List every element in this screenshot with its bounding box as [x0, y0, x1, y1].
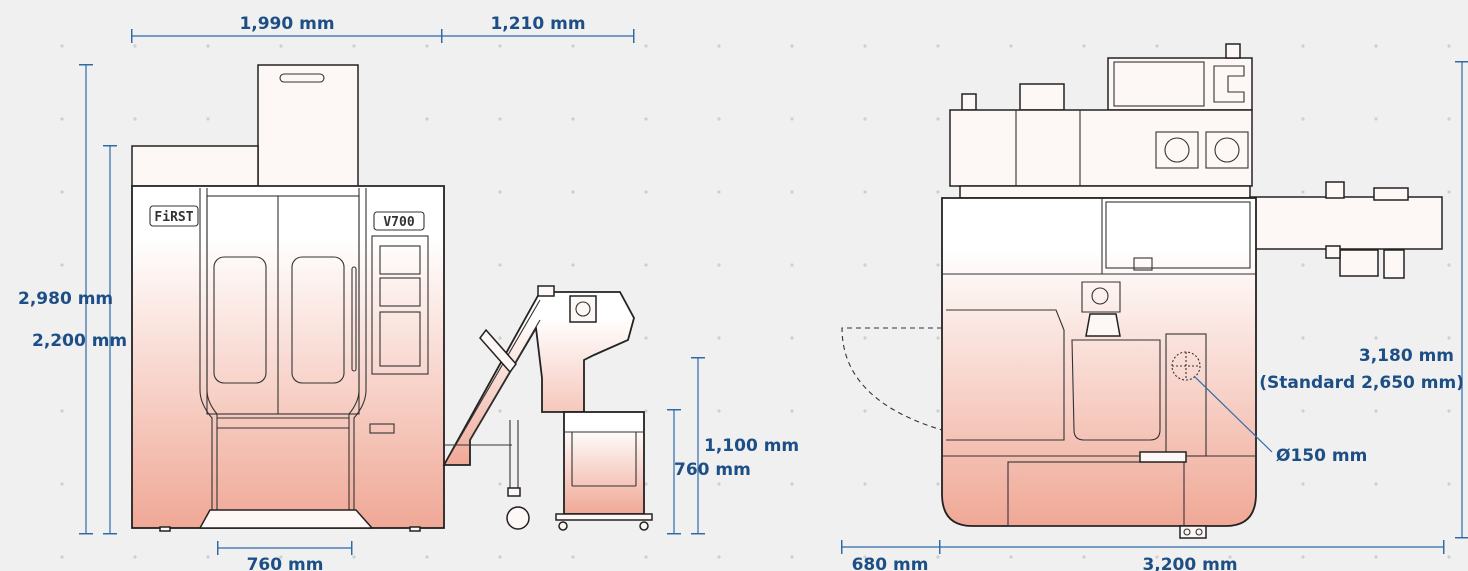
- model-badge-frame: [373, 211, 425, 231]
- dim-bin-height-low: 760 mm: [674, 460, 751, 480]
- tower-slot: [279, 73, 325, 83]
- dim-door-clearance: 680 mm: [852, 555, 929, 571]
- upper-housing: [949, 109, 1253, 187]
- front-view-machine: FiRST V700: [131, 64, 653, 532]
- main-enclosure: [131, 185, 445, 529]
- dimension-lines: [78, 28, 1468, 556]
- door-swing-arc: [841, 327, 943, 431]
- machine-base: [198, 509, 374, 529]
- dim-base-width: 760 mm: [247, 555, 324, 571]
- model-badge: V700: [383, 215, 414, 230]
- vent-left: [1155, 131, 1199, 169]
- control-panel: [371, 235, 429, 375]
- dim-bin-height-high: 1,100 mm: [704, 436, 799, 456]
- dim-height-total-right: 3,180 mm: [1359, 346, 1454, 366]
- dim-diameter: Ø150 mm: [1276, 446, 1367, 466]
- diameter-leader: [1193, 375, 1273, 453]
- dim-width-conveyor: 1,210 mm: [490, 14, 585, 34]
- side-enclosure: [941, 197, 1257, 527]
- dim-height-machine: 2,200 mm: [32, 331, 127, 351]
- vent-right: [1205, 131, 1249, 169]
- side-view-machine: [841, 43, 1443, 539]
- side-door: [946, 309, 1065, 441]
- spindle-motor: [1019, 83, 1065, 111]
- dim-depth: 3,200 mm: [1142, 555, 1237, 571]
- chip-bin: [563, 411, 645, 515]
- upper-cabinet: [131, 145, 259, 187]
- door-window-right: [291, 256, 345, 384]
- door-window-left: [213, 256, 267, 384]
- coolant-slot: [369, 423, 395, 434]
- door-handle: [351, 266, 357, 372]
- control-screen: [379, 245, 421, 275]
- conveyor-wheel: [506, 506, 530, 530]
- dim-height-standard: (Standard 2,650 mm): [1259, 373, 1464, 393]
- spindle-tower: [257, 64, 359, 188]
- dim-height-total-left: 2,980 mm: [18, 289, 113, 309]
- brand-logo-frame: [149, 205, 199, 227]
- brand-logo: FiRST: [154, 210, 193, 225]
- conveyor-motor: [569, 295, 597, 323]
- tool-magazine-arm: [1249, 196, 1443, 250]
- dim-width-main: 1,990 mm: [239, 14, 334, 34]
